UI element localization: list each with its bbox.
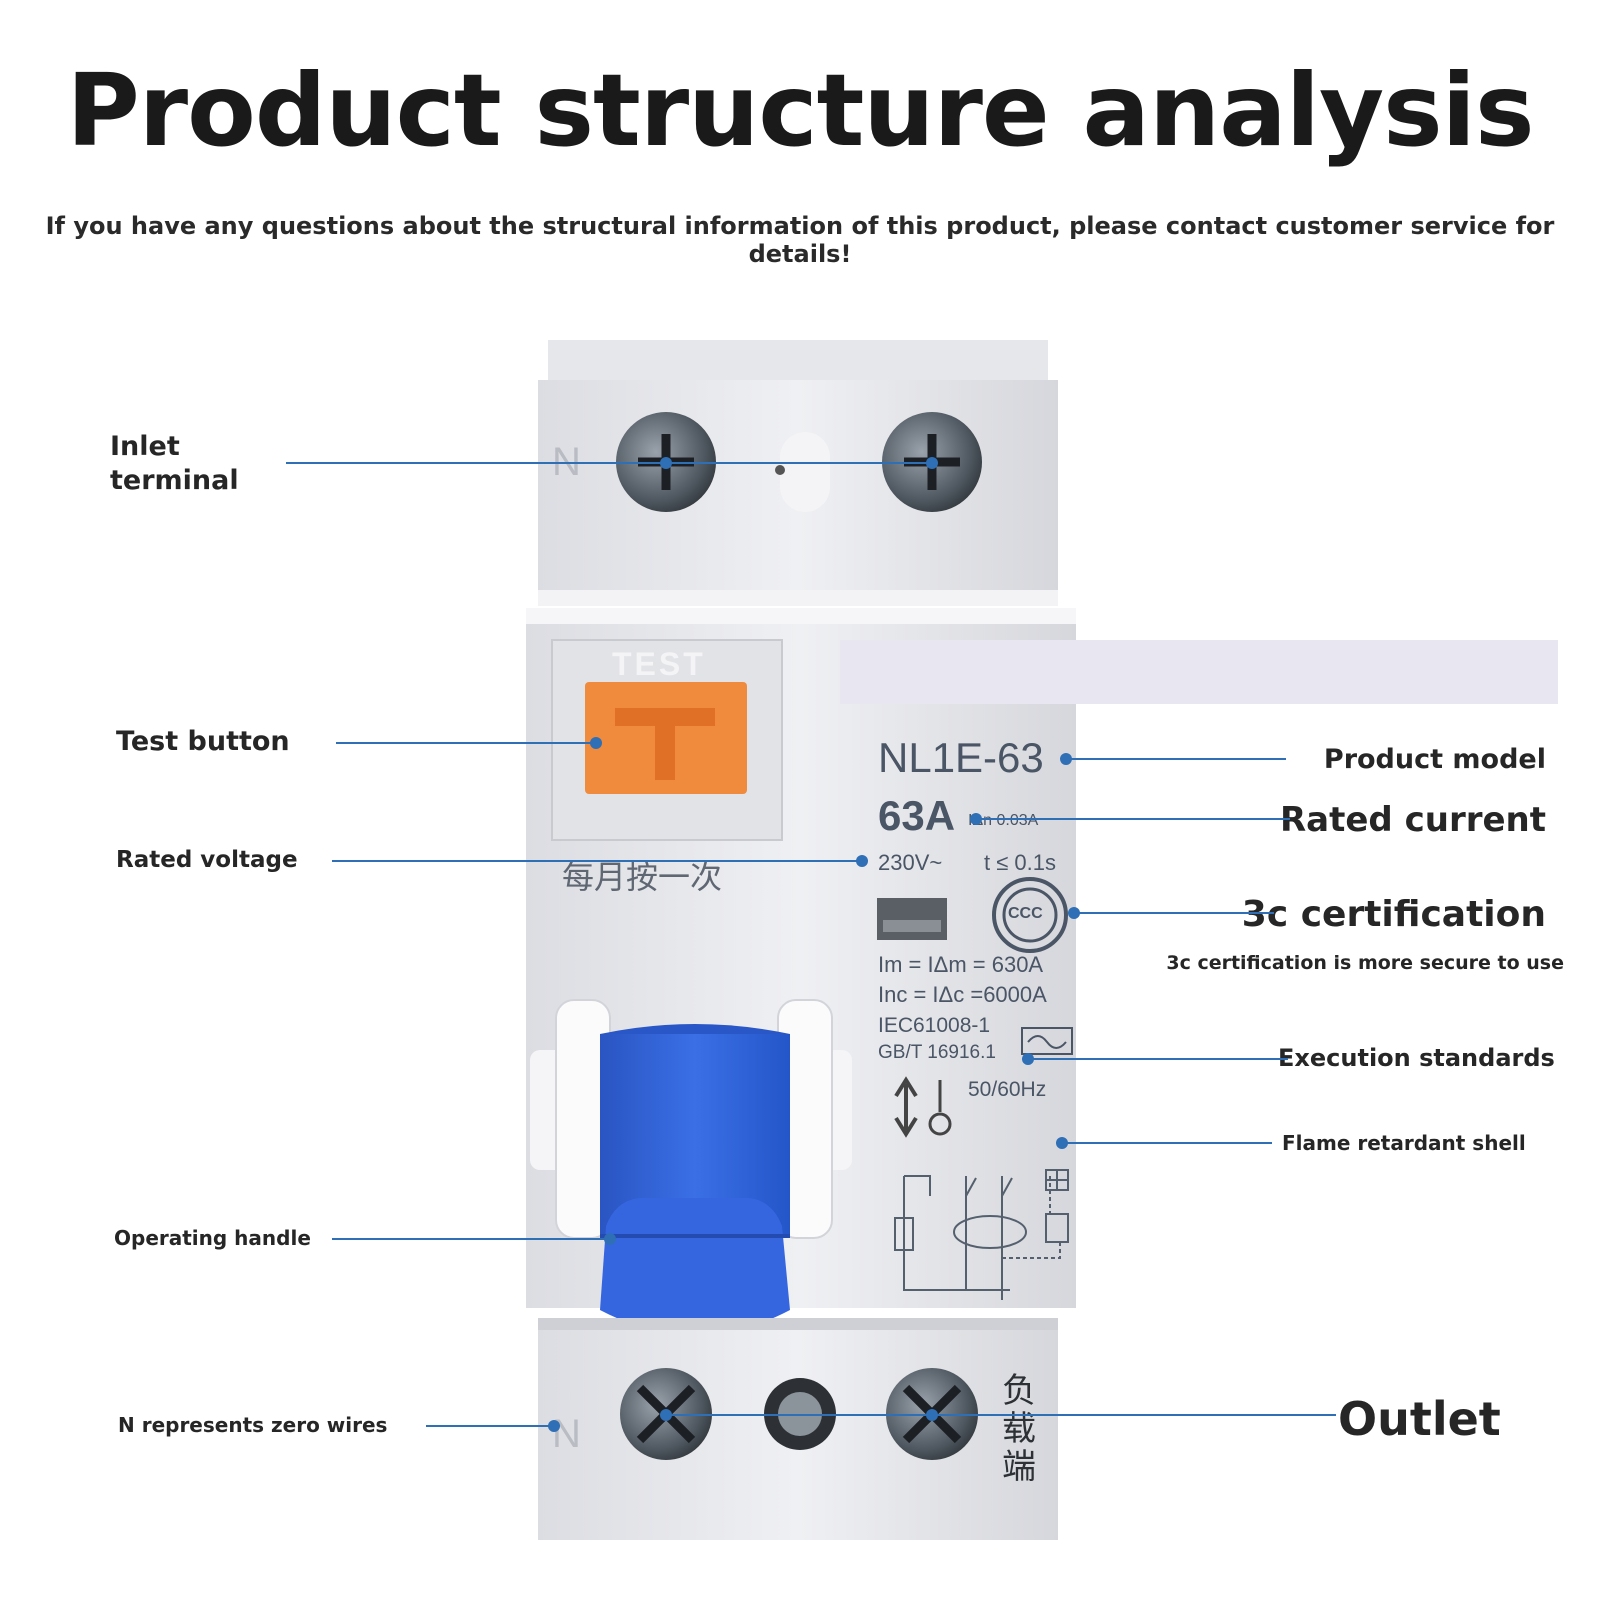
current-text: 63A [878, 792, 956, 839]
residual-current-text: IΔn 0.03A [968, 812, 1039, 829]
standard-1-text: IEC61008-1 [878, 1014, 991, 1037]
page-subtitle: If you have any questions about the stru… [45, 212, 1555, 268]
dot-rated-voltage [856, 855, 868, 867]
leader-outlet [666, 1414, 1336, 1416]
label-product-model: Product model [1323, 744, 1546, 775]
load-side-text: 负载端 [1002, 1371, 1036, 1487]
dot-outlet-left [660, 1409, 672, 1421]
dot-operating-handle [604, 1233, 616, 1245]
label-outlet: Outlet [1338, 1392, 1501, 1446]
dot-rated-current [970, 813, 982, 825]
dot-certification [1068, 907, 1080, 919]
ccc-mark: CCC [1008, 905, 1043, 922]
label-rated-voltage: Rated voltage [116, 847, 298, 873]
dot-flame-shell [1056, 1137, 1068, 1149]
leader-flame-shell [1062, 1142, 1272, 1144]
monthly-note: 每月按一次 [562, 858, 723, 896]
dot-product-model [1060, 753, 1072, 765]
dot-inlet-terminal-right [926, 457, 938, 469]
leader-inlet-terminal [286, 462, 932, 464]
dot-execution-standards [1022, 1053, 1034, 1065]
leader-certification [1074, 912, 1274, 914]
page-title: Product structure analysis [66, 52, 1535, 169]
label-rated-current: Rated current [1279, 800, 1546, 840]
circuit-schematic [894, 1169, 1069, 1300]
voltage-text: 230V~ [878, 850, 943, 875]
operating-handle-shape [600, 1024, 790, 1335]
test-label: TEST [612, 646, 706, 682]
trip-time-text: t ≤ 0.1s [984, 850, 1056, 875]
dot-test-button [590, 737, 602, 749]
leader-test-button [336, 742, 596, 744]
leader-rated-current [976, 818, 1290, 820]
test-button-shape [585, 682, 747, 794]
leader-zero-wires [426, 1425, 556, 1427]
standard-2-text: GB/T 16916.1 [878, 1042, 996, 1063]
leader-operating-handle [332, 1238, 608, 1240]
label-operating-handle: Operating handle [114, 1226, 311, 1250]
top-terminal-block [538, 340, 1058, 606]
label-inlet-terminal: Inlet terminal [110, 431, 239, 496]
leader-rated-voltage [332, 860, 864, 862]
operating-handle-guard [530, 999, 852, 1239]
dot-outlet-right [926, 1409, 938, 1421]
label-test-button: Test button [116, 726, 290, 757]
leader-execution-standards [1028, 1058, 1288, 1060]
terminal-mark-bottom: N [552, 1412, 581, 1456]
label-flame-shell: Flame retardant shell [1282, 1131, 1526, 1155]
inc-spec-text: Inc = IΔc =6000A [878, 982, 1047, 1007]
label-certification: 3c certification [1241, 894, 1546, 935]
dot-inlet-terminal-left [660, 457, 672, 469]
im-spec-text: Im = IΔm = 630A [878, 952, 1044, 977]
model-text: NL1E-63 [878, 734, 1044, 781]
label-certification-note: 3c certification is more secure to use [1166, 952, 1564, 974]
label-zero-wires: N represents zero wires [118, 1413, 388, 1437]
dot-zero-wires [548, 1420, 560, 1432]
frequency-text: 50/60Hz [968, 1078, 1047, 1101]
label-execution-standards: Execution standards [1278, 1044, 1555, 1072]
leader-product-model [1066, 758, 1286, 760]
